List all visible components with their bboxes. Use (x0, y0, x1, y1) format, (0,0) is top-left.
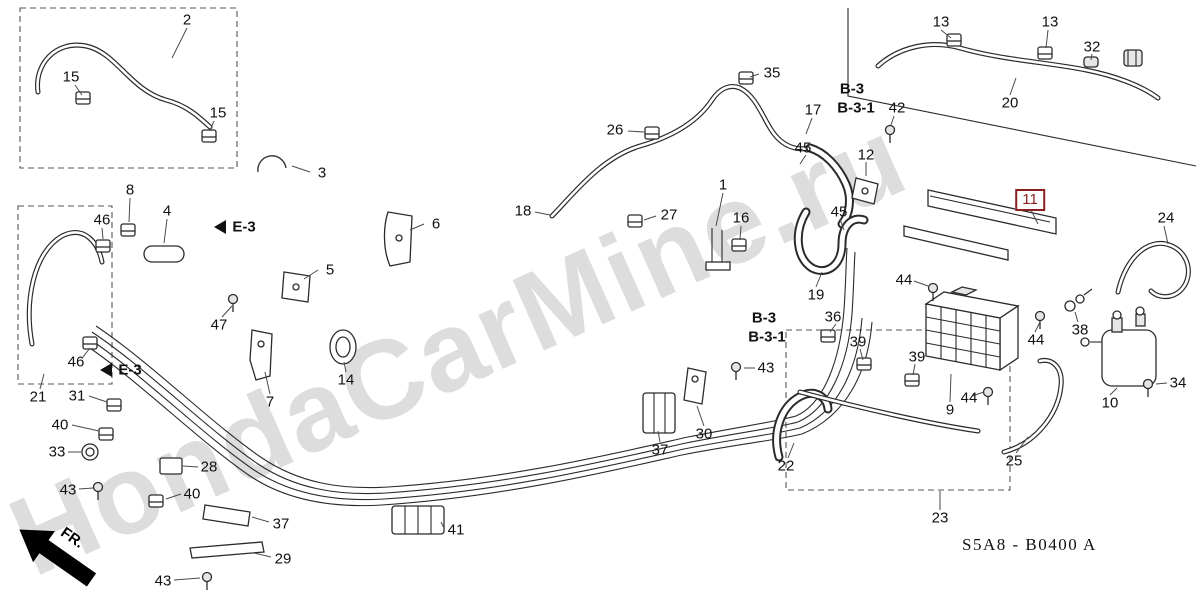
part-label[interactable]: 19 (807, 286, 825, 304)
part-label[interactable]: 28 (200, 458, 218, 476)
part-label[interactable]: 46 (67, 353, 85, 371)
part-label[interactable]: 6 (431, 215, 441, 233)
part-label[interactable]: 40 (51, 416, 69, 434)
fr-arrow-icon (19, 529, 97, 587)
valve-part-10 (1064, 288, 1157, 387)
canister-part-9 (924, 286, 1020, 372)
part-label[interactable]: 33 (48, 443, 66, 461)
part-label[interactable]: 45 (830, 203, 848, 221)
fuel-line-bundle (83, 247, 873, 507)
diagram-code: S5A8 - B0400 A (962, 535, 1097, 554)
part-label[interactable]: 4 (162, 202, 172, 220)
part-label[interactable]: 9 (945, 401, 955, 419)
part-label[interactable]: 40 (183, 485, 201, 503)
part-label[interactable]: E-3 (232, 218, 256, 236)
part-label[interactable]: 27 (660, 206, 678, 224)
part-label[interactable]: 12 (857, 146, 875, 164)
part-label[interactable]: B-3-1 (837, 99, 875, 117)
part-label[interactable]: 5 (325, 261, 335, 279)
part-label[interactable]: 39 (908, 348, 926, 366)
leader-lines (39, 27, 1169, 581)
part-label-highlighted[interactable]: 11 (1015, 189, 1045, 211)
part-label[interactable]: 17 (804, 101, 822, 119)
part-label[interactable]: 13 (1041, 13, 1059, 31)
part-label[interactable]: 43 (757, 359, 775, 377)
fr-direction-mark: FR. (19, 524, 97, 587)
part-label[interactable]: 10 (1101, 394, 1119, 412)
part-label[interactable]: 43 (154, 572, 172, 590)
part-label[interactable]: 31 (68, 387, 86, 405)
part-label[interactable]: 41 (447, 521, 465, 539)
part-label[interactable]: 1 (718, 176, 728, 194)
part-label[interactable]: 8 (125, 181, 135, 199)
part-label[interactable]: 35 (763, 64, 781, 82)
part-label[interactable]: 29 (274, 550, 292, 568)
part-label[interactable]: 30 (695, 425, 713, 443)
part-label[interactable]: 44 (1027, 331, 1045, 349)
part-label[interactable]: 24 (1157, 209, 1175, 227)
part-label[interactable]: 42 (888, 99, 906, 117)
part-label[interactable]: 37 (272, 515, 290, 533)
part-label[interactable]: 21 (29, 388, 47, 406)
part-label[interactable]: 39 (849, 333, 867, 351)
part-label[interactable]: B-3 (751, 309, 777, 327)
part-label[interactable]: B-3-1 (748, 328, 786, 346)
e3-arrow-icons (100, 220, 226, 377)
part-label[interactable]: 44 (960, 389, 978, 407)
bracket-11-part (903, 189, 1057, 261)
part-label[interactable]: 16 (732, 209, 750, 227)
part-label[interactable]: 14 (337, 371, 355, 389)
fr-label: FR. (58, 524, 88, 552)
dashed-regions (17, 7, 1197, 491)
part-label[interactable]: 3 (317, 164, 327, 182)
part-label[interactable]: 37 (651, 441, 669, 459)
part-label[interactable]: 20 (1001, 94, 1019, 112)
part-label[interactable]: 13 (932, 13, 950, 31)
part-label[interactable]: 38 (1071, 321, 1089, 339)
part-label[interactable]: 23 (931, 509, 949, 527)
part-label[interactable]: 44 (895, 271, 913, 289)
part-label[interactable]: E-3 (118, 361, 142, 379)
part-label[interactable]: 22 (777, 457, 795, 475)
part-label[interactable]: 15 (62, 68, 80, 86)
part-label[interactable]: 46 (93, 211, 111, 229)
part-label[interactable]: 36 (824, 308, 842, 326)
part-label[interactable]: 32 (1083, 38, 1101, 56)
part-label[interactable]: 47 (210, 316, 228, 334)
part-label[interactable]: 2 (182, 11, 192, 29)
part-label[interactable]: B-3 (839, 80, 865, 98)
part-label[interactable]: 45 (794, 139, 812, 157)
part-label[interactable]: 15 (209, 104, 227, 122)
part-label[interactable]: 18 (514, 202, 532, 220)
part-label[interactable]: 26 (606, 121, 624, 139)
part-label[interactable]: 43 (59, 481, 77, 499)
part-label[interactable]: 7 (265, 393, 275, 411)
part-label[interactable]: 25 (1005, 452, 1023, 470)
part-label[interactable]: 34 (1169, 374, 1187, 392)
